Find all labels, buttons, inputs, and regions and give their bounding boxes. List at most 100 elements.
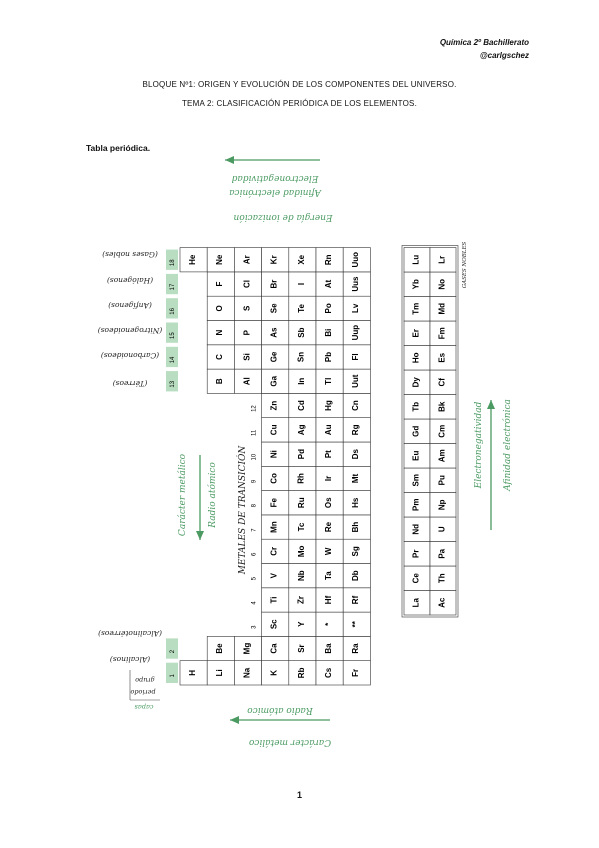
element-symbol: Ag	[297, 424, 306, 435]
element-symbol: Ra	[351, 643, 360, 654]
f-element-cell	[429, 492, 457, 518]
element-symbol: Uuo	[351, 252, 360, 268]
f-element-cell	[429, 271, 457, 297]
f-element-symbol: Es	[437, 352, 446, 362]
element-cell	[315, 441, 344, 467]
group-number: 10	[252, 453, 258, 460]
group-highlight	[166, 346, 178, 368]
element-cell	[288, 295, 317, 321]
element-symbol: Ga	[270, 375, 279, 386]
family-label: (Térreos)	[113, 379, 148, 388]
group-number: 1	[170, 674, 176, 678]
element-symbol: Pd	[297, 449, 306, 459]
f-element-symbol: Tm	[411, 303, 420, 315]
f-element-symbol: Pa	[437, 548, 446, 558]
element-symbol: Uus	[351, 276, 360, 292]
element-symbol: Hf	[324, 595, 333, 604]
section-title: Tabla periódica.	[86, 143, 151, 153]
left-arrow-label: Radio atómico	[207, 462, 218, 529]
element-symbol: K	[270, 670, 279, 676]
f-element-symbol: Lr	[437, 256, 446, 264]
element-symbol: Ba	[324, 643, 333, 654]
group-number: 17	[170, 283, 176, 290]
element-symbol: Rf	[351, 595, 360, 604]
element-symbol: Se	[270, 303, 279, 313]
element-cell	[261, 611, 290, 637]
element-symbol: Kr	[270, 255, 279, 264]
group-highlight	[166, 249, 178, 270]
group-highlight	[166, 322, 178, 343]
element-symbol: Uut	[351, 374, 360, 388]
element-symbol: Cl	[242, 280, 251, 288]
element-cell	[206, 295, 235, 321]
group-number: 15	[170, 332, 176, 339]
f-element-symbol: Fm	[437, 327, 446, 339]
element-symbol: *	[324, 622, 333, 626]
element-symbol: Zn	[270, 401, 279, 411]
element-cell	[288, 320, 317, 346]
element-symbol: Cu	[270, 424, 279, 435]
element-symbol: Sg	[351, 546, 360, 556]
element-symbol: I	[297, 283, 306, 285]
f-element-symbol: Bk	[437, 401, 446, 412]
element-symbol: Be	[215, 643, 224, 654]
top-arrow-label: Energía de ionización	[233, 212, 333, 223]
f-element-symbol: Np	[437, 499, 446, 510]
element-cell	[206, 344, 235, 370]
element-cell	[342, 514, 371, 540]
element-symbol: At	[324, 279, 333, 288]
family-label: (Nitrogenoideos)	[98, 326, 163, 335]
element-cell	[315, 660, 344, 686]
element-symbol: Al	[242, 377, 251, 385]
element-symbol: C	[215, 354, 224, 360]
element-cell	[234, 636, 262, 662]
f-block-table: LaCePrNdPmSmEuGdTbDyHoErTmYbLuAcThPaUNpP…	[401, 245, 459, 618]
element-symbol: Hs	[351, 497, 360, 508]
element-cell	[342, 490, 371, 516]
element-cell	[234, 295, 262, 321]
family-label: (Anfígenos)	[108, 301, 152, 310]
right-arrow-head	[487, 400, 495, 409]
element-cell	[288, 393, 317, 418]
f-element-symbol: U	[437, 526, 446, 532]
element-cell	[315, 611, 344, 637]
group-number: 6	[252, 552, 258, 556]
f-element-cell	[429, 394, 457, 420]
element-cell	[261, 320, 290, 346]
element-symbol: Db	[351, 570, 360, 581]
element-cell	[261, 636, 290, 662]
topic-title: TEMA 2: CLASIFICACIÓN PERIÓDICA DE LOS E…	[181, 99, 418, 108]
f-element-cell	[403, 247, 431, 273]
element-cell	[261, 563, 290, 589]
element-cell	[234, 320, 262, 346]
element-cell	[288, 636, 317, 662]
element-symbol: Cn	[351, 400, 360, 411]
legend-label: capas	[134, 703, 154, 711]
f-element-symbol: Am	[437, 449, 446, 462]
f-element-symbol: Md	[437, 303, 446, 315]
element-symbol: S	[242, 305, 251, 311]
group-number: 13	[170, 380, 176, 387]
element-cell	[315, 490, 344, 516]
element-symbol: Cr	[270, 547, 279, 556]
element-symbol: Mo	[297, 545, 306, 557]
f-element-symbol: Cf	[437, 378, 446, 387]
element-cell	[342, 247, 371, 273]
element-symbol: Si	[242, 353, 251, 361]
element-symbol: Te	[297, 303, 306, 312]
f-element-symbol: Ho	[411, 352, 420, 363]
element-cell	[234, 660, 262, 686]
f-element-cell	[403, 369, 431, 395]
element-symbol: Sn	[297, 352, 306, 362]
f-element-cell	[403, 590, 431, 616]
element-symbol: O	[215, 305, 224, 311]
element-cell	[342, 417, 371, 443]
top-arrow-head	[225, 156, 234, 164]
element-symbol: W	[324, 547, 333, 555]
f-element-symbol: No	[437, 279, 446, 290]
element-symbol: Mt	[351, 473, 360, 483]
element-symbol: Au	[324, 424, 333, 435]
element-cell	[288, 611, 317, 637]
element-symbol: Pt	[324, 450, 333, 458]
group-number: 16	[170, 307, 176, 314]
